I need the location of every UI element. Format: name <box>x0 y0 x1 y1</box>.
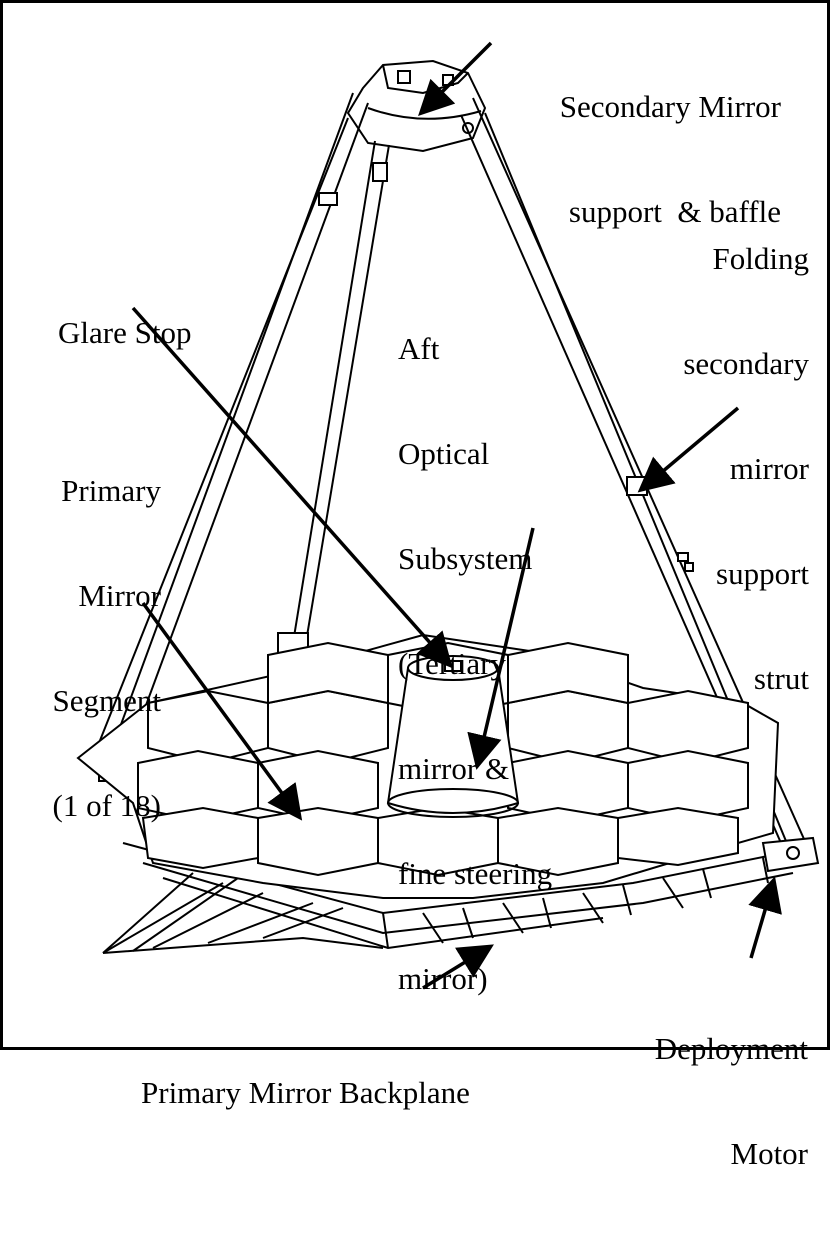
arrow-folding-strut <box>637 406 740 493</box>
telescope-line-drawing <box>76 41 820 990</box>
telescope-diagram: Secondary Mirror support & baffle Glare … <box>0 0 830 1171</box>
deployment-motor <box>761 836 820 873</box>
arrow-aft-optical <box>467 527 535 770</box>
label-secondary-mirror-support: Secondary Mirror support & baffle <box>559 89 781 229</box>
arrow-glare-stop <box>131 306 453 669</box>
arrow-primary-segment <box>141 601 303 821</box>
label-deployment-motor: Deployment Motor <box>654 1031 808 1171</box>
secondary-mirror-assembly <box>346 59 487 153</box>
label-glare-stop: Glare Stop <box>58 315 192 350</box>
arrow-secondary-mirror <box>418 41 493 116</box>
label-primary-mirror-backplane: Primary Mirror Backplane <box>141 1075 470 1110</box>
arrow-backplane <box>422 944 494 990</box>
callout-arrows <box>131 41 782 990</box>
label-aft-optical-subsystem: Aft Optical Subsystem (Tertiary mirror &… <box>398 331 553 996</box>
label-primary-mirror-segment: Primary Mirror Segment (1 of 18) <box>52 473 162 823</box>
label-folding-strut: Folding secondary mirror support strut <box>683 241 809 696</box>
arrow-deployment-motor <box>748 876 782 959</box>
